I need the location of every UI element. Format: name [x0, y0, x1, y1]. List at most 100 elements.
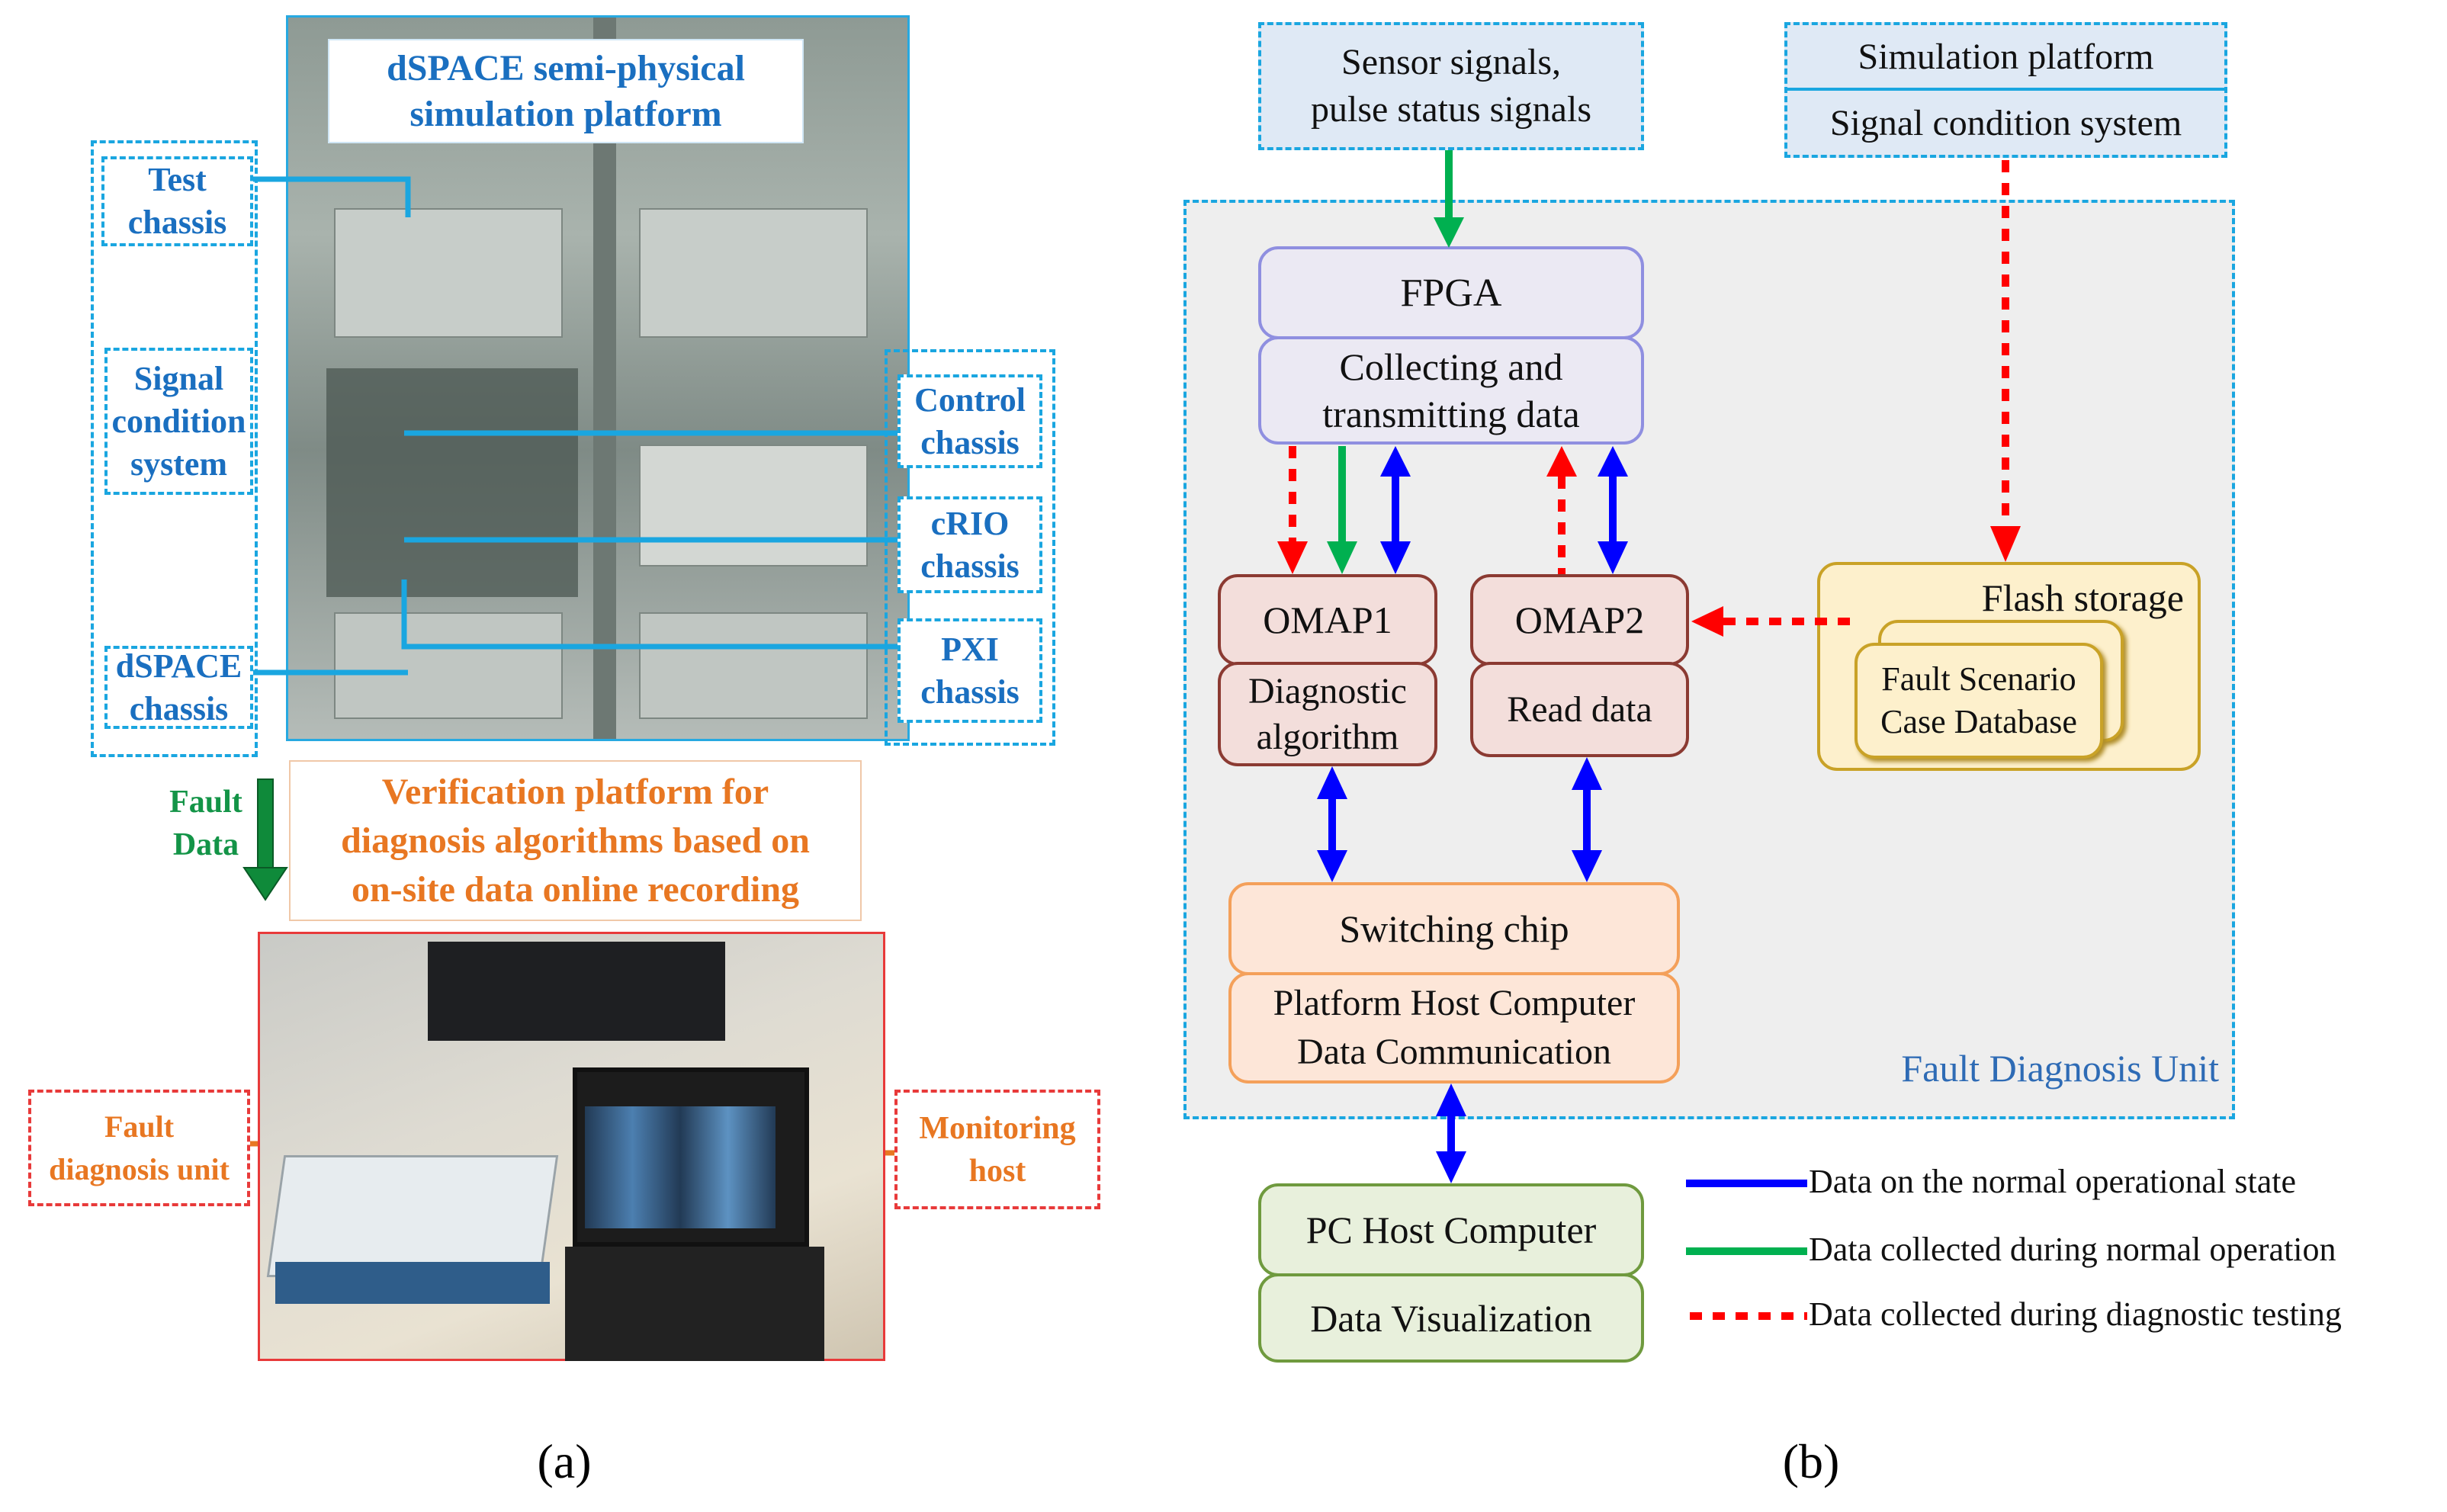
platform-title-line2: simulation platform	[409, 93, 722, 134]
label-line: pulse status signals	[1311, 89, 1591, 130]
label-text: OMAP2	[1514, 599, 1645, 641]
label-text: FPGA	[1400, 271, 1502, 315]
host-communication-box: Platform Host Computer Data Communicatio…	[1228, 972, 1680, 1083]
label-line: dSPACE	[115, 647, 242, 685]
arrow-fpga-omap2-bidirectional	[1598, 446, 1628, 574]
label-line: Platform Host Computer	[1273, 983, 1636, 1023]
label-line: Sensor signals,	[1341, 42, 1561, 82]
label-line: diagnosis unit	[49, 1151, 230, 1186]
crio-chassis-label: cRIO chassis	[898, 496, 1042, 593]
label-line: system	[130, 445, 228, 483]
fault-diagnosis-unit-label: Fault Diagnosis Unit	[1901, 1047, 2219, 1090]
device-front-panel	[275, 1262, 550, 1304]
leader-pxi-chassis	[401, 579, 898, 650]
legend-label-normal-operation: Data collected during normal operation	[1809, 1231, 2336, 1268]
flash-storage-label: Flash storage	[1981, 576, 2184, 619]
monitor	[428, 942, 725, 1041]
arrow-omap1-switching	[1317, 766, 1347, 882]
label-line: Verification platform for	[381, 771, 769, 812]
label-line: chassis	[129, 689, 229, 727]
platform-title-line1: dSPACE semi-physical	[387, 47, 745, 88]
simulation-platform-label: Simulation platform	[1787, 25, 2224, 91]
fpga-box: FPGA	[1258, 246, 1644, 339]
omap2-sub-box: Read data	[1470, 662, 1689, 757]
label-line: Fault	[104, 1109, 175, 1144]
label-line: host	[968, 1153, 1026, 1189]
legend-label-normal-state: Data on the normal operational state	[1809, 1163, 2296, 1200]
label-line: algorithm	[1256, 716, 1399, 757]
laptop-keyboard	[565, 1247, 824, 1361]
arrow-sim-to-flash	[1990, 160, 2021, 562]
label-line: chassis	[127, 204, 227, 241]
monitoring-host-label: Monitoring host	[894, 1090, 1100, 1209]
label-line: cRIO	[930, 504, 1010, 542]
signal-condition-system-label: Signal condition system	[1787, 91, 2224, 155]
rack-unit-right-bottom	[639, 612, 868, 719]
legend-label-diagnostic-testing: Data collected during diagnostic testing	[1809, 1295, 2342, 1333]
arrow-sensor-to-fpga	[1434, 150, 1464, 248]
dspace-chassis-label: dSPACE chassis	[104, 646, 253, 729]
label-line: Control	[914, 380, 1026, 419]
laptop-waveform	[585, 1106, 776, 1228]
simulation-platform-box: Simulation platform Signal condition sys…	[1784, 22, 2227, 158]
label-line: diagnosis algorithms based on	[341, 820, 810, 861]
label-line: condition	[111, 402, 246, 440]
data-visualization-box: Data Visualization	[1258, 1273, 1644, 1363]
label-line: Data Communication	[1297, 1032, 1611, 1072]
arrow-flash-to-omap2	[1691, 606, 1857, 637]
pxi-chassis-label: PXI chassis	[898, 618, 1042, 723]
label-text: OMAP1	[1263, 599, 1392, 641]
label-line: Fault Scenario	[1881, 660, 2076, 698]
label-text: PC Host Computer	[1305, 1209, 1597, 1251]
flash-storage-box: Flash storage Fault Scenario Case Databa…	[1817, 562, 2201, 771]
test-chassis-label: Test chassis	[101, 156, 253, 246]
label-line: chassis	[920, 423, 1020, 461]
fault-scenario-database: Fault Scenario Case Database	[1855, 643, 2103, 759]
left-label-group	[91, 140, 258, 757]
arrow-fpga-omap1-bidirectional	[1380, 446, 1411, 574]
omap2-box: OMAP2	[1470, 574, 1689, 666]
rack-unit-right-mid	[639, 445, 868, 567]
leader-test-chassis	[253, 176, 411, 217]
signal-condition-label: Signal condition system	[104, 348, 253, 495]
arrow-omap2-to-fpga-diagnostic	[1546, 446, 1577, 574]
verification-setup-photo	[258, 932, 885, 1361]
label-line: Collecting and	[1339, 345, 1563, 388]
label-line: transmitting data	[1322, 393, 1580, 435]
caption-a: (a)	[537, 1434, 592, 1488]
label-line: Diagnostic	[1248, 670, 1407, 711]
label-line: Case Database	[1880, 703, 2077, 740]
label-line: Test	[148, 161, 207, 198]
test-chassis-unit	[334, 208, 563, 338]
switching-chip-box: Switching chip	[1228, 882, 1680, 975]
cables-area	[326, 368, 578, 597]
label-line: Monitoring	[919, 1110, 1076, 1146]
label-line: chassis	[920, 673, 1020, 711]
verification-platform-box: Verification platform for diagnosis algo…	[289, 760, 862, 921]
label-text: Signal condition system	[1829, 102, 2182, 143]
arrow-switching-pc	[1436, 1083, 1466, 1183]
platform-title-box: dSPACE semi-physical simulation platform	[328, 39, 804, 143]
label-text: Switching chip	[1339, 907, 1569, 950]
arrow-omap2-switching	[1572, 757, 1602, 882]
fault-data-label: Fault Data	[160, 778, 252, 869]
label-text: Simulation platform	[1858, 36, 2154, 77]
fpga-sub-box: Collecting and transmitting data	[1258, 336, 1644, 445]
label-line: Data	[172, 827, 239, 862]
label-line: Signal	[133, 359, 224, 397]
control-chassis-label: Control chassis	[898, 374, 1042, 468]
label-text: Data Visualization	[1310, 1296, 1592, 1340]
sensor-signals-box: Sensor signals, pulse status signals	[1258, 22, 1644, 150]
label-line: PXI	[941, 630, 999, 668]
label-line: on-site data online recording	[351, 868, 800, 910]
rack-unit-right-top	[639, 208, 868, 338]
label-line: chassis	[920, 547, 1020, 585]
omap1-sub-box: Diagnostic algorithm	[1218, 662, 1437, 766]
omap1-box: OMAP1	[1218, 574, 1437, 666]
label-text: Read data	[1507, 689, 1652, 730]
arrow-fpga-to-omap1-diagnostic	[1277, 446, 1308, 574]
right-label-group	[885, 349, 1055, 746]
fault-data-arrow	[242, 778, 288, 901]
